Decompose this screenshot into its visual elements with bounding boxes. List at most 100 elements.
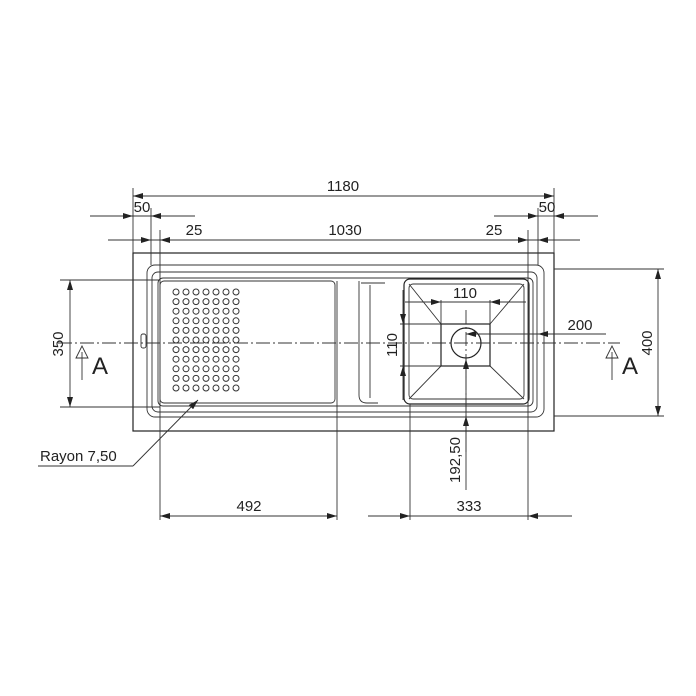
perforation-hole — [172, 307, 180, 315]
dim-drain-offset-right: 200 — [466, 317, 606, 337]
drainer-perforations — [172, 288, 240, 392]
perforation-hole — [202, 374, 210, 382]
perforation-hole — [222, 365, 230, 373]
perforation-hole — [202, 336, 210, 344]
extension-lines — [60, 188, 664, 520]
radius-callout: Rayon 7,50 — [38, 399, 199, 467]
perforation-hole — [202, 355, 210, 363]
dim-overall-depth: 400 — [639, 269, 661, 416]
perforation-hole — [192, 317, 200, 325]
perforation-hole — [192, 336, 200, 344]
perforation-hole — [172, 374, 180, 382]
perforation-hole — [212, 298, 220, 306]
perforation-hole — [222, 298, 230, 306]
perforation-hole — [232, 317, 240, 325]
dim-drainer-length: 492 — [160, 498, 337, 519]
perforation-hole — [182, 384, 190, 392]
perforation-hole — [232, 355, 240, 363]
perforation-hole — [212, 346, 220, 354]
perforation-hole — [192, 288, 200, 296]
perforation-hole — [222, 355, 230, 363]
overflow-slot — [140, 333, 147, 349]
drainer-board — [159, 280, 336, 404]
dim-492: 492 — [236, 498, 261, 515]
dim-192-50: 192,50 — [447, 437, 464, 483]
perforation-hole — [222, 336, 230, 344]
dim-drain-box-vertical: 110 — [384, 290, 441, 400]
perforation-hole — [232, 336, 240, 344]
dim-50-right: 50 — [539, 199, 556, 216]
perforation-hole — [182, 365, 190, 373]
perforation-hole — [212, 307, 220, 315]
perforation-hole — [212, 317, 220, 325]
perforation-hole — [212, 355, 220, 363]
inner-rim — [151, 271, 538, 413]
perforation-hole — [202, 365, 210, 373]
dim-margin-right: 50 — [494, 199, 598, 219]
dim-margin-left: 50 — [90, 199, 195, 219]
dim-350: 350 — [50, 331, 67, 356]
perforation-hole — [212, 336, 220, 344]
perforation-hole — [192, 365, 200, 373]
perforation-hole — [212, 288, 220, 296]
perforation-hole — [202, 326, 210, 334]
perforation-hole — [172, 336, 180, 344]
perforation-hole — [182, 298, 190, 306]
section-a-right: A — [622, 353, 638, 380]
perforation-hole — [182, 317, 190, 325]
perforation-hole — [192, 307, 200, 315]
perforation-hole — [172, 365, 180, 373]
dim-1180: 1180 — [327, 178, 359, 195]
bowl-outline — [403, 278, 530, 405]
perforation-hole — [182, 336, 190, 344]
perforation-hole — [172, 317, 180, 325]
section-marker-right: A — [605, 344, 638, 380]
perforation-hole — [202, 288, 210, 296]
perforation-hole — [172, 355, 180, 363]
perforation-hole — [222, 384, 230, 392]
dim-50-left: 50 — [134, 199, 151, 216]
perforation-hole — [232, 298, 240, 306]
dim-drain-offset-bottom: 192,50 — [447, 358, 469, 490]
perforation-hole — [232, 326, 240, 334]
dim-bowl-length: 333 — [368, 498, 572, 519]
perforation-hole — [202, 384, 210, 392]
perforation-hole — [202, 298, 210, 306]
sink-outline — [132, 252, 555, 432]
dim-drainer-width: 350 — [50, 280, 73, 407]
section-a-left: A — [92, 353, 108, 380]
perforation-hole — [232, 307, 240, 315]
perforation-hole — [232, 374, 240, 382]
perforation-hole — [212, 384, 220, 392]
perforation-hole — [192, 355, 200, 363]
perforation-hole — [202, 346, 210, 354]
perforation-hole — [222, 288, 230, 296]
perforation-hole — [202, 317, 210, 325]
perforation-hole — [172, 326, 180, 334]
perforation-hole — [222, 346, 230, 354]
perforation-hole — [232, 346, 240, 354]
perforation-hole — [172, 384, 180, 392]
perforation-hole — [172, 298, 180, 306]
perforation-hole — [202, 307, 210, 315]
bowl-inner — [408, 283, 525, 400]
inner-tray — [157, 277, 534, 407]
perforation-hole — [222, 374, 230, 382]
divider — [336, 281, 385, 404]
outer-frame — [132, 252, 555, 432]
perforation-hole — [222, 317, 230, 325]
dim-110-vertical: 110 — [384, 333, 401, 357]
perforation-hole — [192, 346, 200, 354]
dim-25-left: 25 — [186, 222, 203, 239]
dim-200: 200 — [567, 317, 592, 334]
perforation-hole — [212, 365, 220, 373]
perforation-hole — [192, 298, 200, 306]
perforation-hole — [182, 346, 190, 354]
dim-overall-length: 1180 — [133, 178, 554, 199]
section-marker-left: A — [75, 344, 108, 380]
dim-inner-length: 25 1030 25 — [108, 222, 580, 243]
perforation-hole — [182, 374, 190, 382]
radius-label: Rayon 7,50 — [40, 448, 117, 465]
perforation-hole — [192, 374, 200, 382]
